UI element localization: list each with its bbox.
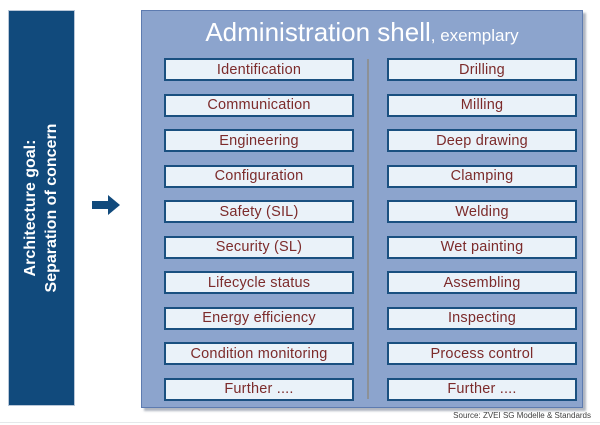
panel-title: Administration shell, exemplary <box>142 17 582 48</box>
submodel-box: Engineering <box>164 129 354 153</box>
panel-title-suffix: , exemplary <box>430 26 519 45</box>
process-box: Milling <box>387 93 577 117</box>
submodel-box: Configuration <box>164 164 354 188</box>
right-block-arrow-icon <box>92 195 120 215</box>
process-box: Deep drawing <box>387 129 577 153</box>
process-box: Assembling <box>387 271 577 295</box>
submodel-box: Lifecycle status <box>164 271 354 295</box>
submodel-box: Safety (SIL) <box>164 200 354 224</box>
submodel-box: Energy efficiency <box>164 306 354 330</box>
architecture-goal-line1: Architecture goal: <box>21 139 39 277</box>
administration-shell-panel: Administration shell, exemplary Identifi… <box>141 10 583 408</box>
page-bottom-rule <box>0 422 600 423</box>
submodel-box: Further .... <box>164 377 354 401</box>
architecture-goal-label: Architecture goal: Separation of concern <box>21 124 63 293</box>
submodel-box: Communication <box>164 93 354 117</box>
submodel-box: Security (SL) <box>164 235 354 259</box>
process-box: Further .... <box>387 377 577 401</box>
column-divider <box>367 59 369 399</box>
process-box: Clamping <box>387 164 577 188</box>
process-box: Welding <box>387 200 577 224</box>
submodel-box: Condition monitoring <box>164 342 354 366</box>
submodel-box: Identification <box>164 58 354 81</box>
process-box: Inspecting <box>387 306 577 330</box>
architecture-goal-line2: Separation of concern <box>42 123 60 293</box>
process-box: Drilling <box>387 58 577 81</box>
panel-title-main: Administration shell <box>205 17 431 47</box>
process-box: Wet painting <box>387 235 577 259</box>
architecture-goal-banner: Architecture goal: Separation of concern <box>8 10 75 406</box>
source-caption: Source: ZVEI SG Modelle & Standards <box>453 411 591 420</box>
process-box: Process control <box>387 342 577 366</box>
